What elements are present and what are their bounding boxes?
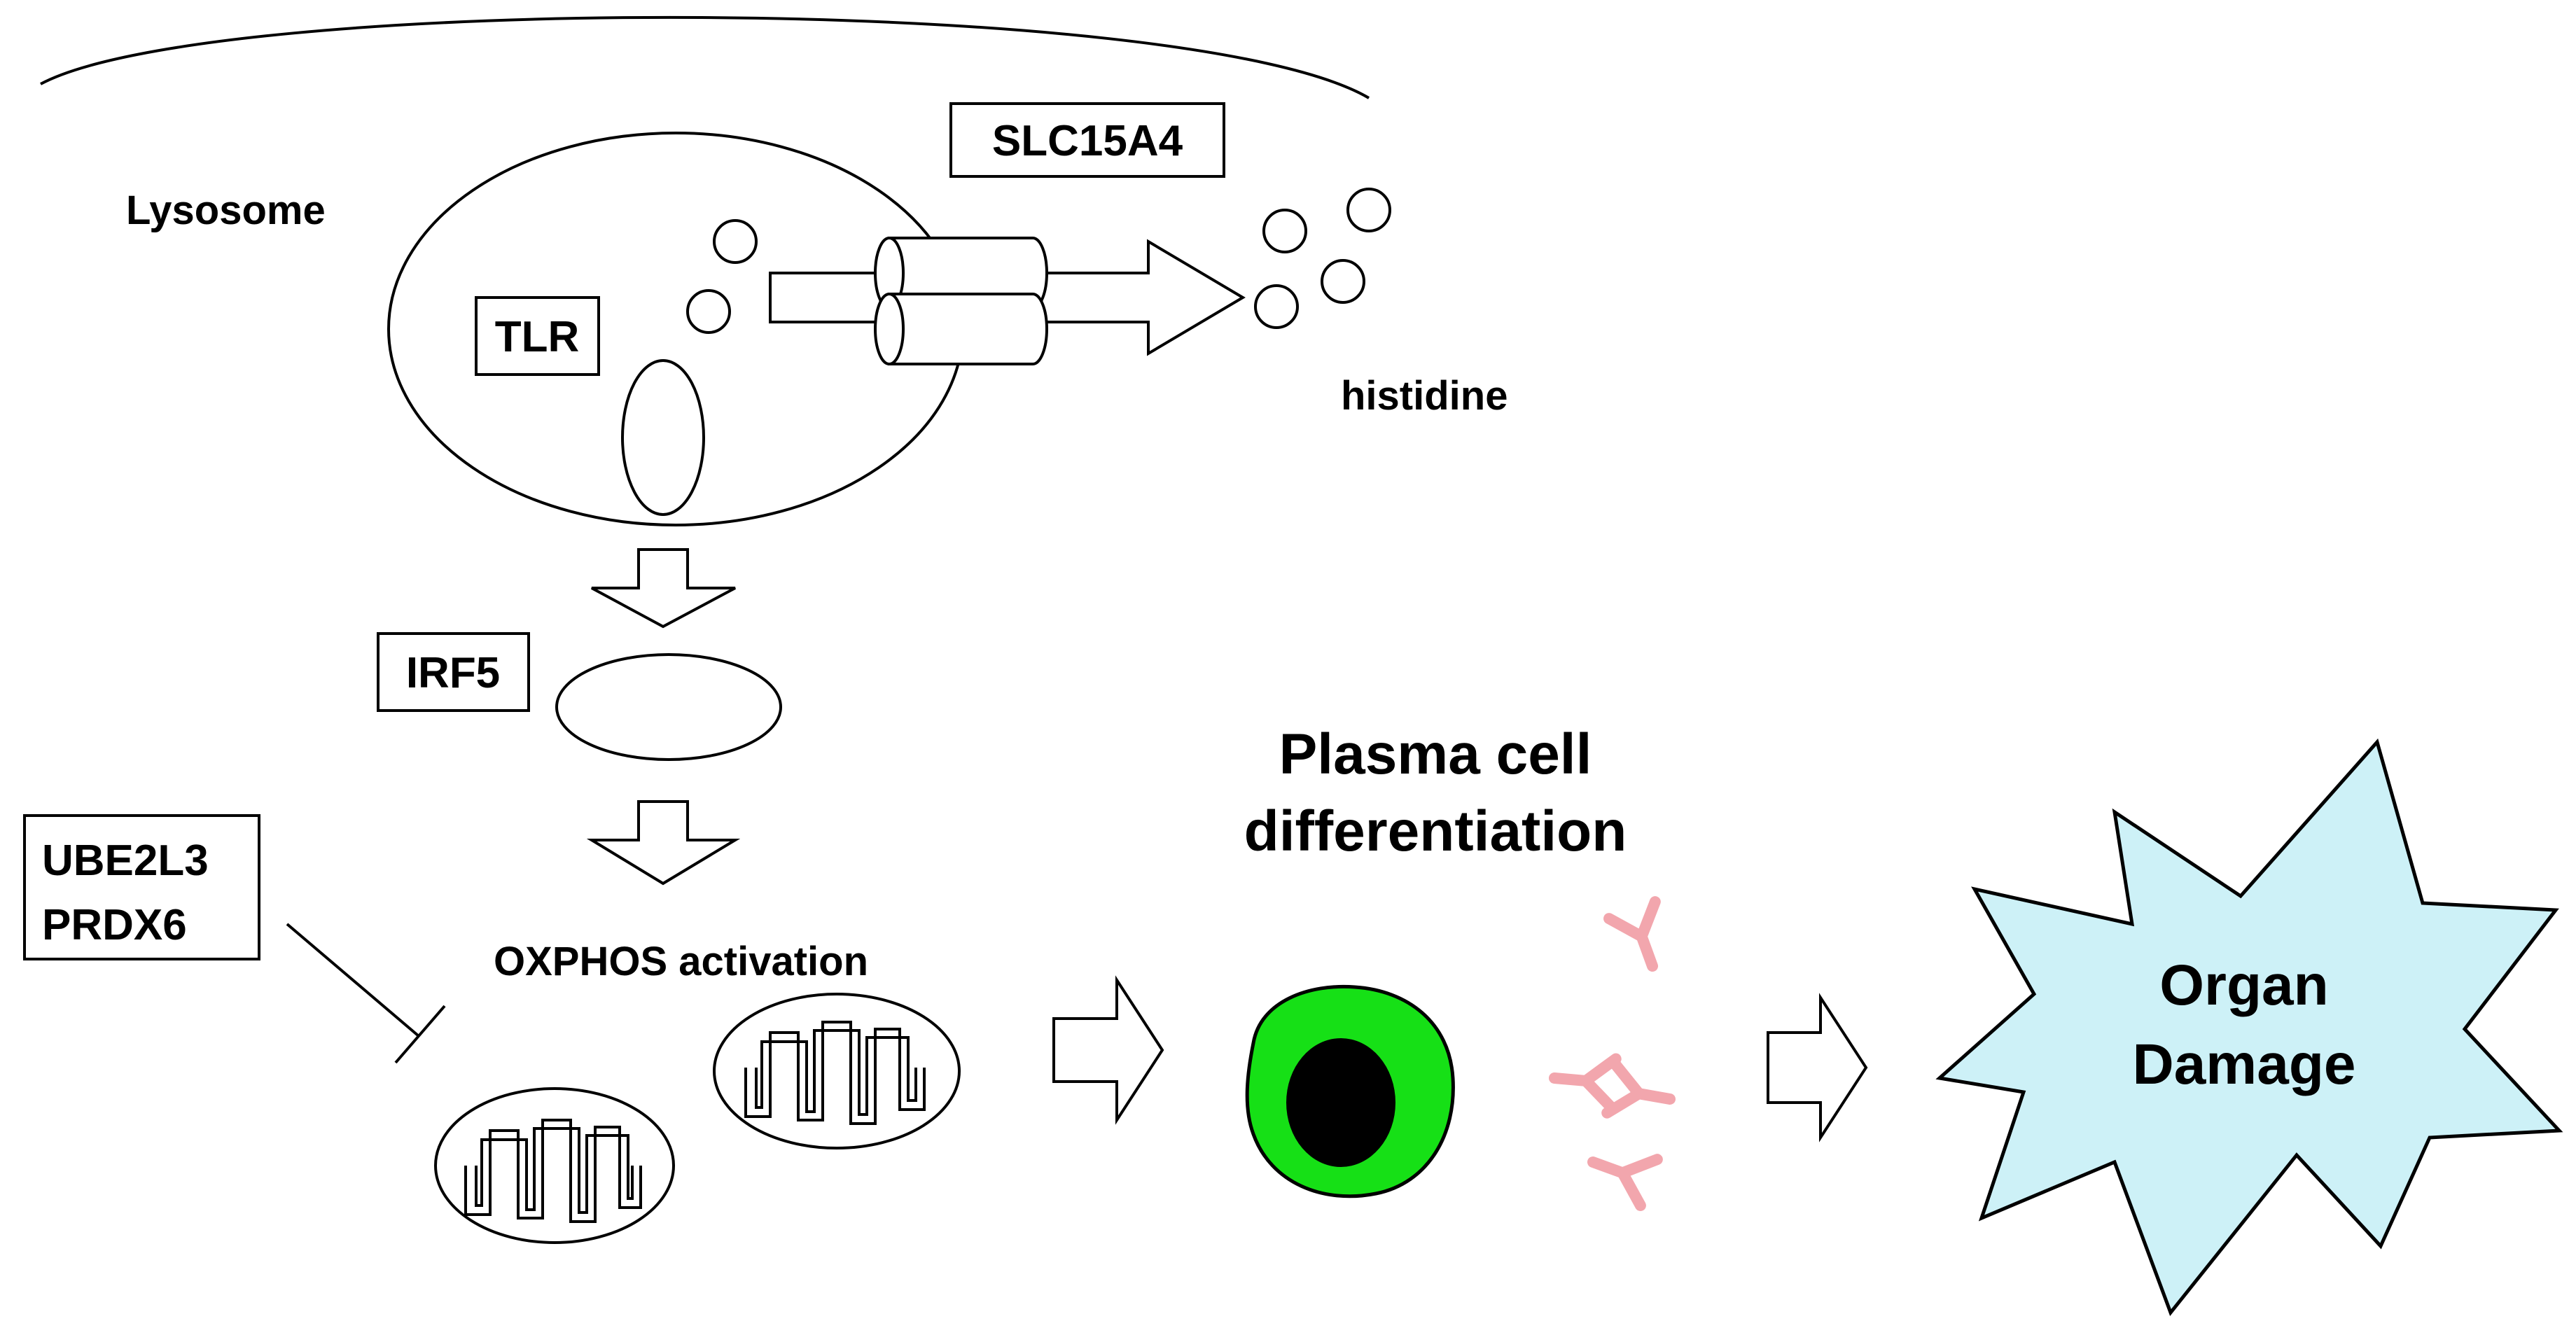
tlr-label: TLR	[495, 313, 580, 361]
inhibitor-label-1: UBE2L3	[42, 837, 209, 885]
organ-damage-label-1: Organ	[2159, 953, 2328, 1017]
antibody-icon	[1601, 1058, 1676, 1119]
histidine-molecule	[713, 219, 758, 264]
down-arrow	[586, 800, 741, 886]
organ-damage-burst	[1935, 738, 2563, 1317]
histidine-molecule	[1321, 259, 1365, 304]
irf5-label: IRF5	[406, 649, 500, 697]
mitochondrion-icon	[713, 993, 961, 1149]
slc15a4-box	[949, 102, 1225, 178]
transporter-cylinder-end	[874, 293, 905, 365]
inhibitor-box	[23, 814, 260, 960]
inhibition-line	[286, 923, 420, 1037]
histidine-molecule	[1254, 284, 1299, 329]
irf5-box	[377, 632, 530, 712]
histidine-molecule	[1262, 209, 1307, 253]
mitochondrion-icon	[434, 1087, 675, 1244]
tlr-receptor	[621, 359, 705, 516]
down-arrow	[591, 548, 736, 629]
oxphos-label: OXPHOS activation	[494, 939, 868, 984]
antibody-icon	[1603, 896, 1661, 972]
irf5-shape	[555, 653, 782, 761]
plasma-cell-nucleus	[1286, 1038, 1395, 1167]
histidine-molecule	[1346, 188, 1391, 232]
plasma-cell-label-2: differentiation	[1244, 799, 1627, 863]
inhibitor-label-2: PRDX6	[42, 901, 187, 949]
transporter-cylinder	[888, 293, 1048, 365]
plasma-cell-label-1: Plasma cell	[1279, 722, 1592, 786]
histidine-label: histidine	[1341, 373, 1508, 419]
right-arrow	[1052, 975, 1164, 1125]
organ-damage-label-2: Damage	[2132, 1033, 2355, 1096]
right-arrow	[1767, 993, 1868, 1142]
inhibition-bar	[394, 1005, 446, 1064]
lysosome-label: Lysosome	[126, 188, 326, 233]
slc15a4-label: SLC15A4	[992, 117, 1183, 165]
histidine-molecule	[686, 289, 731, 334]
antibody-icon	[1587, 1154, 1663, 1211]
antibody-icon	[1549, 1053, 1622, 1114]
cell-membrane-arc	[40, 15, 1370, 99]
tlr-box	[475, 296, 600, 376]
